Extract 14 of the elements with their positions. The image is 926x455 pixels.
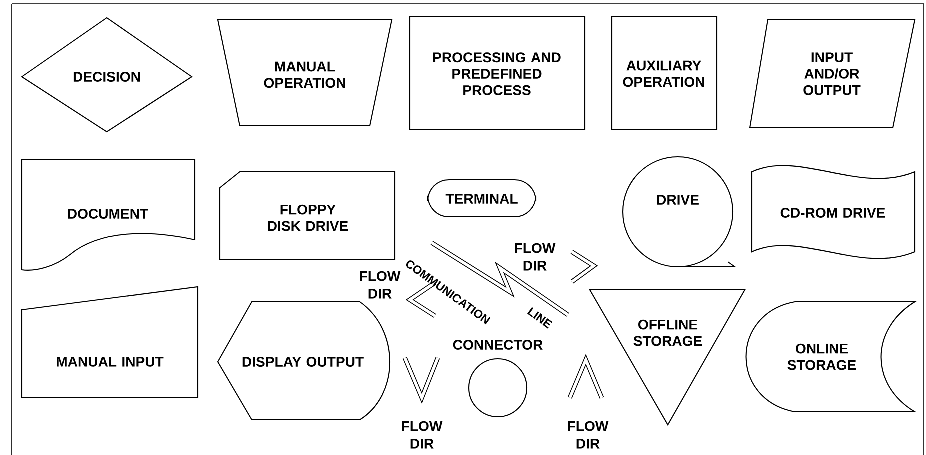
- input-output-parallelogram: INPUT AND/OR OUTPUT: [749, 19, 916, 129]
- document-shape: DOCUMENT: [21, 159, 196, 271]
- chevron-symbol: [568, 354, 604, 399]
- process-box: PROCESSING AND PREDEFINED PROCESS: [409, 16, 586, 131]
- node-label: CONNECTOR: [453, 340, 543, 350]
- online-storage-shape: ONLINE STORAGE: [746, 301, 916, 413]
- chevron-symbol: [402, 357, 440, 404]
- manual-operation-trapezoid: MANUAL OPERATION: [217, 19, 393, 127]
- chevron-symbol: [406, 281, 436, 318]
- chevron-symbol: [570, 250, 598, 284]
- symbol-label: FLOW DIR: [360, 271, 401, 299]
- symbol-label: FLOW DIR: [402, 421, 443, 449]
- symbol-label: FLOW DIR: [515, 243, 556, 271]
- auxiliary-operation-box: AUXILIARY OPERATION: [611, 16, 718, 131]
